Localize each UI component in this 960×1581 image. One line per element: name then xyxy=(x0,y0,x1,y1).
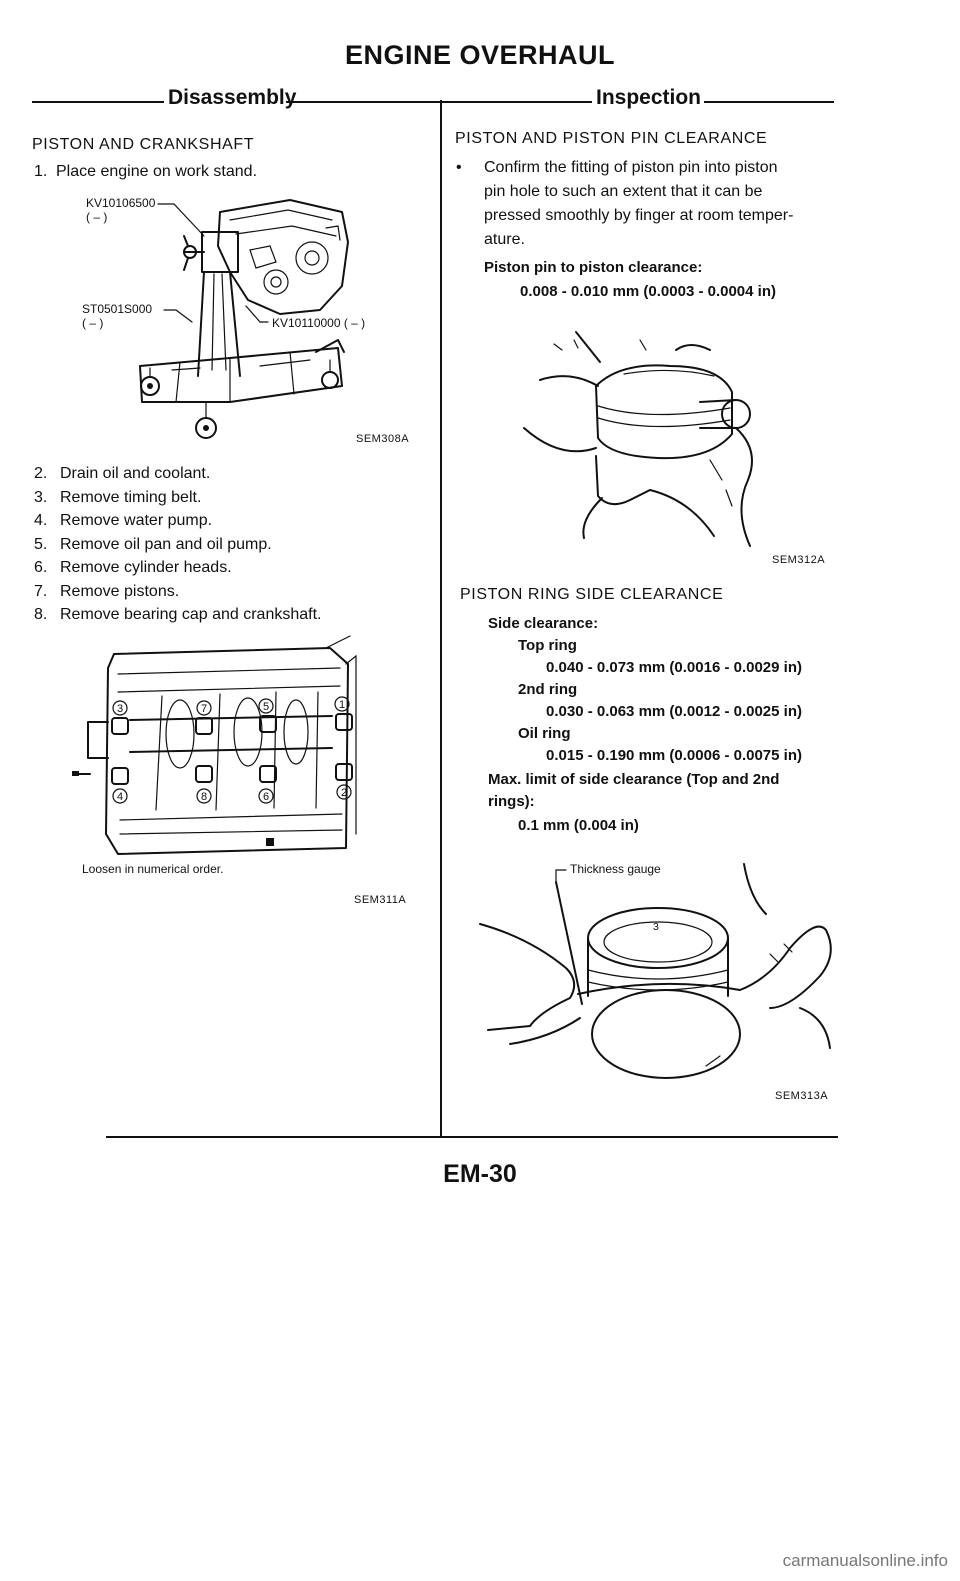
right-heading-pin-clearance: PISTON AND PISTON PIN CLEARANCE xyxy=(455,130,768,147)
column-divider xyxy=(440,100,442,1136)
figure-code-sem312a: SEM312A xyxy=(772,554,826,566)
tool-label-a: KV10106500 xyxy=(86,196,156,210)
step-text: Remove water pump. xyxy=(60,512,213,529)
bolt-number-4: 4 xyxy=(117,791,123,803)
step-1: 1. Place engine on work stand. xyxy=(34,160,257,184)
bolt-number-5: 5 xyxy=(263,701,269,713)
step-text: Remove cylinder heads. xyxy=(60,559,232,576)
figure-thickness-gauge: Thickness gauge 3 SEM313A xyxy=(470,858,845,1108)
tool-label-c: KV10110000 ( – ) xyxy=(272,316,366,330)
top-ring-label: Top ring xyxy=(518,637,577,654)
step-num: 8. xyxy=(34,606,48,623)
crankshaft-drawing: 3 7 5 1 4 8 6 2 xyxy=(72,635,357,855)
step-text: Remove oil pan and oil pump. xyxy=(60,535,272,553)
page-title: ENGINE OVERHAUL xyxy=(344,40,616,70)
pin-para-line-3: pressed smoothly by finger at room tempe… xyxy=(484,207,794,224)
step-num: 5. xyxy=(34,535,48,553)
step-num: 4. xyxy=(34,512,48,529)
figure-engine-stand: KV10106500 ( – ) ST0501S000 ( – ) KV1011… xyxy=(80,190,430,450)
thickness-gauge-drawing: 3 xyxy=(479,863,832,1079)
step-item: 8. Remove bearing cap and crankshaft. xyxy=(34,603,321,627)
step-item: 5. Remove oil pan and oil pump. xyxy=(34,533,321,557)
figure-piston-pin: SEM312A xyxy=(500,310,845,575)
step-text: Remove pistons. xyxy=(60,582,180,600)
figure-code-sem311a: SEM311A xyxy=(354,894,407,906)
section-inspection: Inspection xyxy=(596,86,702,109)
right-heading-ring-clearance: PISTON RING SIDE CLEARANCE xyxy=(460,586,724,603)
bolt-number-2: 2 xyxy=(341,787,347,799)
left-heading: PISTON AND CRANKSHAFT xyxy=(32,136,255,153)
spec-pin-value: 0.008 - 0.010 mm (0.0003 - 0.0004 in) xyxy=(520,283,776,300)
watermark: carmanualsonline.info xyxy=(782,1551,948,1570)
step-text: Remove timing belt. xyxy=(60,488,202,506)
step-num: 3. xyxy=(34,488,48,506)
step-text: Drain oil and coolant. xyxy=(60,465,211,482)
header-rule-left-a xyxy=(32,101,164,103)
piston-mark: 3 xyxy=(653,921,659,933)
disassembly-steps: 2. Drain oil and coolant. 3. Remove timing… xyxy=(34,462,321,627)
top-ring-value: 0.040 - 0.073 mm (0.0016 - 0.0029 in) xyxy=(546,659,802,676)
figure-crankshaft: 3 7 5 1 4 8 6 2 Loosen in numerical orde… xyxy=(70,634,430,914)
max-limit-label-2: rings): xyxy=(488,793,535,810)
figure-code-sem313a: SEM313A xyxy=(775,1090,829,1102)
figure-code-sem308a: SEM308A xyxy=(356,433,410,445)
thickness-gauge-label: Thickness gauge xyxy=(570,862,661,876)
pin-para-line-4: ature. xyxy=(484,231,525,248)
oil-ring-value: 0.015 - 0.190 mm (0.0006 - 0.0075 in) xyxy=(546,747,802,764)
step-num: 6. xyxy=(34,559,48,576)
step-item: 3. Remove timing belt. xyxy=(34,486,321,510)
step-item: 2. Drain oil and coolant. xyxy=(34,462,321,486)
piston-pin-drawing xyxy=(523,331,753,547)
step-item: 4. Remove water pump. xyxy=(34,509,321,533)
pin-para-line-2: pin hole to such an extent that it can b… xyxy=(484,183,763,200)
max-limit-label-1: Max. limit of side clearance (Top and 2n… xyxy=(488,771,780,788)
tool-label-b-sub: ( – ) xyxy=(82,316,104,330)
header-rule-left-b xyxy=(286,101,592,103)
step-num: 2. xyxy=(34,465,48,482)
step-item: 7. Remove pistons. xyxy=(34,580,321,604)
step-text: Remove bearing cap and crankshaft. xyxy=(60,606,322,623)
bolt-number-6: 6 xyxy=(263,791,269,803)
section-disassembly: Disassembly xyxy=(168,86,297,109)
bolt-number-7: 7 xyxy=(201,703,207,715)
bullet: • xyxy=(456,159,462,176)
bolt-number-8: 8 xyxy=(201,791,207,803)
step-1-num: 1. xyxy=(34,163,48,180)
pin-para-line-1: Confirm the fitting of piston pin into p… xyxy=(484,159,778,176)
tool-label-a-sub: ( – ) xyxy=(86,210,108,224)
page-number: EM-30 xyxy=(443,1160,517,1188)
tool-label-b: ST0501S000 xyxy=(82,302,153,316)
max-limit-value: 0.1 mm (0.004 in) xyxy=(518,817,639,834)
step-1-text: Place engine on work stand. xyxy=(56,163,258,180)
figure-caption-loosen: Loosen in numerical order. xyxy=(82,862,224,876)
spec-pin-label: Piston pin to piston clearance: xyxy=(484,259,703,276)
bolt-number-3: 3 xyxy=(117,703,123,715)
second-ring-label: 2nd ring xyxy=(518,681,578,698)
side-clearance-label: Side clearance: xyxy=(488,615,599,632)
step-item: 6. Remove cylinder heads. xyxy=(34,556,321,580)
header-rule-right xyxy=(704,101,834,103)
step-num: 7. xyxy=(34,582,48,600)
engine-stand-drawing xyxy=(139,199,349,439)
oil-ring-label: Oil ring xyxy=(518,725,571,742)
second-ring-value: 0.030 - 0.063 mm (0.0012 - 0.0025 in) xyxy=(546,703,802,720)
footer-rule xyxy=(106,1136,838,1138)
bolt-number-1: 1 xyxy=(339,699,345,711)
